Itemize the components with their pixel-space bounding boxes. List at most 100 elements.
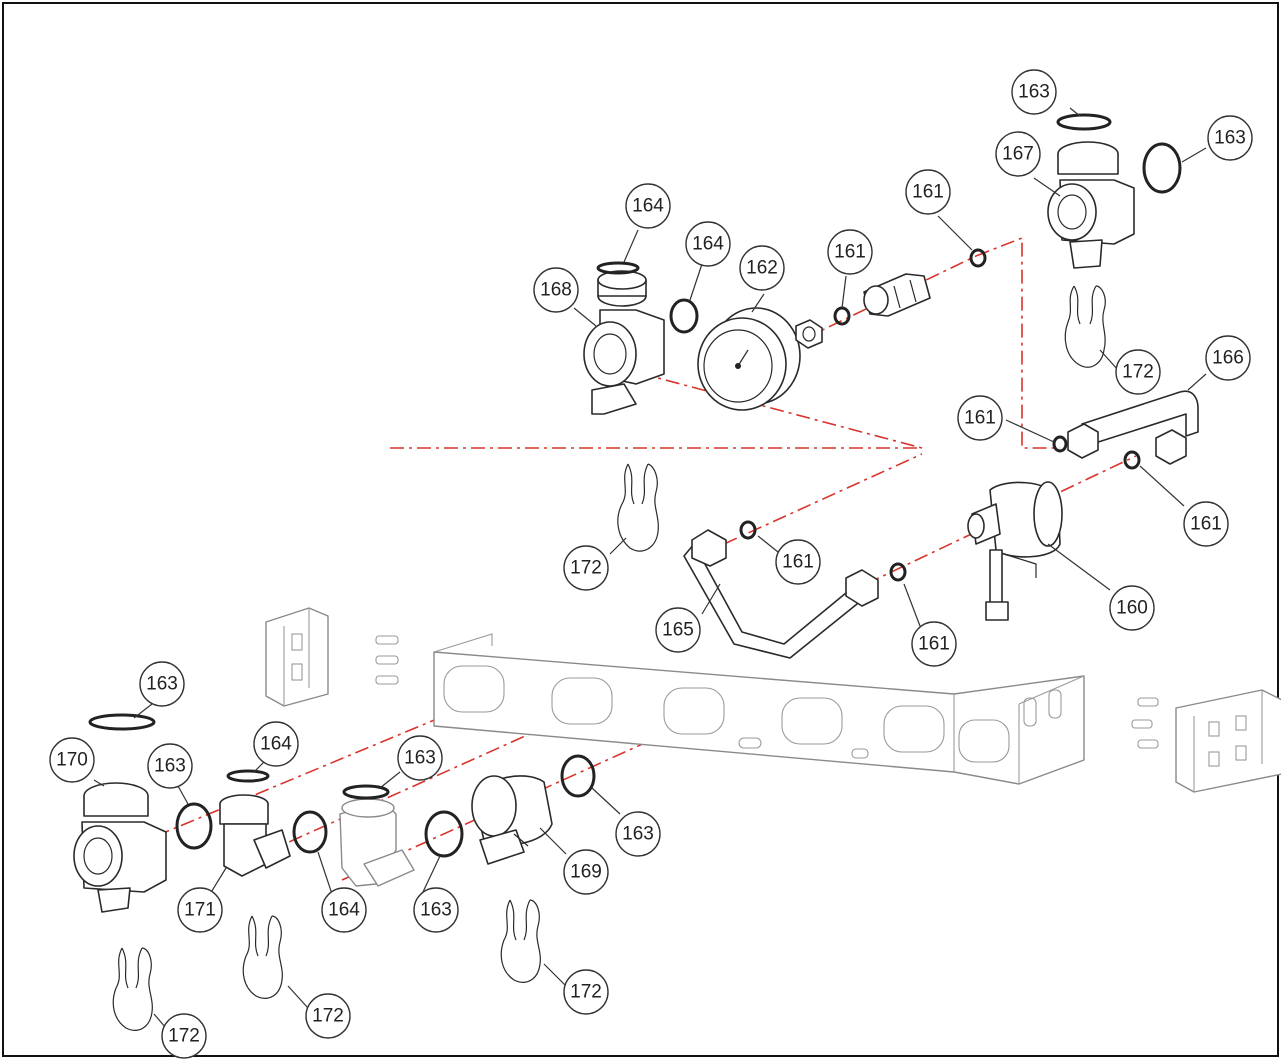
callout-163-mid: 163	[397, 735, 443, 781]
assembly-line-pump160	[865, 455, 1137, 585]
callout-163-bottom: 163	[413, 887, 459, 933]
leader-lines	[93, 107, 1207, 1029]
svg-text:162: 162	[746, 258, 778, 279]
callout-164-b: 164	[685, 221, 731, 267]
svg-text:161: 161	[918, 634, 950, 655]
assembly-line-right	[975, 236, 1060, 449]
svg-text:168: 168	[540, 280, 572, 301]
svg-text:164: 164	[692, 234, 724, 255]
nut-small	[795, 319, 823, 349]
callout-163-left: 163	[139, 661, 185, 707]
callouts: 163 163 167 164 164 162 161 161 168 172 …	[49, 69, 1253, 1059]
o-ring-164-left	[226, 769, 270, 783]
callout-160: 160	[1109, 585, 1155, 631]
callout-163-top-right: 163	[1207, 115, 1253, 161]
svg-text:163: 163	[154, 756, 186, 777]
svg-text:161: 161	[964, 408, 996, 429]
screws-right	[1131, 697, 1159, 749]
svg-text:161: 161	[912, 182, 944, 203]
wall-bracket-left	[265, 607, 329, 707]
callout-164-left: 164	[253, 721, 299, 767]
assembly-line-top	[390, 359, 923, 449]
washer-161-f	[889, 562, 907, 582]
callout-169: 169	[563, 849, 609, 895]
svg-text:164: 164	[328, 900, 360, 921]
assembly-line-bottom-b	[239, 705, 593, 865]
svg-text:172: 172	[570, 558, 602, 579]
spring-clip-172-b	[617, 463, 659, 552]
svg-text:161: 161	[782, 552, 814, 573]
svg-text:163: 163	[404, 748, 436, 769]
callout-163-left2: 163	[147, 743, 193, 789]
pump-169	[471, 775, 553, 865]
callout-161-d: 161	[1183, 501, 1229, 547]
svg-text:172: 172	[312, 1006, 344, 1027]
svg-text:172: 172	[168, 1026, 200, 1047]
svg-text:172: 172	[570, 982, 602, 1003]
washer-161-d	[1123, 450, 1141, 470]
callout-161-f: 161	[911, 621, 957, 667]
screws-left	[375, 635, 399, 685]
o-ring-163-right	[1142, 142, 1182, 194]
svg-text:169: 169	[570, 862, 602, 883]
svg-text:161: 161	[834, 242, 866, 263]
compression-fitting	[863, 273, 931, 317]
svg-text:164: 164	[632, 196, 664, 217]
callout-162: 162	[739, 245, 785, 291]
svg-text:160: 160	[1116, 598, 1148, 619]
callout-164-bottom: 164	[321, 887, 367, 933]
assembly-line-pipe165	[723, 453, 923, 545]
svg-text:171: 171	[184, 900, 216, 921]
svg-text:163: 163	[146, 674, 178, 695]
spring-clip-172-d	[242, 915, 283, 999]
callout-172-bottom-a: 172	[305, 993, 351, 1039]
o-ring-163-left2	[175, 802, 213, 850]
callout-172-bottom-b: 172	[161, 1013, 207, 1059]
o-ring-163-top	[1056, 113, 1112, 131]
elbow-valve-171	[219, 794, 291, 877]
o-ring-164-side	[669, 298, 699, 334]
spring-clip-172-a	[1064, 285, 1106, 368]
svg-text:165: 165	[662, 620, 694, 641]
spring-clip-172-e	[112, 947, 153, 1031]
svg-text:163: 163	[1214, 128, 1246, 149]
callout-161-e: 161	[775, 539, 821, 585]
callout-170: 170	[49, 737, 95, 783]
washer-161-b	[969, 248, 987, 268]
svg-text:161: 161	[1190, 514, 1222, 535]
svg-text:170: 170	[56, 750, 88, 771]
callout-168: 168	[533, 267, 579, 313]
mounting-rail	[433, 633, 1085, 785]
svg-text:164: 164	[260, 734, 292, 755]
o-ring-164-top	[596, 261, 640, 275]
callout-164-a: 164	[625, 183, 671, 229]
washer-161-a	[833, 306, 851, 326]
svg-text:163: 163	[1018, 82, 1050, 103]
valve-170	[73, 782, 167, 913]
pressure-gauge-162	[697, 307, 801, 411]
svg-text:167: 167	[1002, 144, 1034, 165]
callout-161-a: 161	[827, 229, 873, 275]
callout-167: 167	[995, 131, 1041, 177]
callout-163-right: 163	[615, 811, 661, 857]
wall-bracket-right	[1175, 689, 1281, 793]
elbow-fitting	[339, 798, 415, 887]
svg-text:166: 166	[1212, 348, 1244, 369]
callout-166: 166	[1205, 335, 1251, 381]
callout-163-top: 163	[1011, 69, 1057, 115]
callout-172-bottom-mid: 172	[563, 969, 609, 1015]
callout-161-b: 161	[905, 169, 951, 215]
callout-172-top-right: 172	[1115, 349, 1161, 395]
washer-161-c	[1052, 435, 1068, 453]
pipe-166	[1067, 390, 1199, 465]
exploded-parts-diagram: 163 163 167 164 164 162 161 161 168 172 …	[49, 69, 1281, 1059]
valve-167	[1047, 141, 1135, 269]
spring-clip-172-c	[500, 899, 541, 983]
svg-text:163: 163	[622, 824, 654, 845]
callout-172-mid: 172	[563, 545, 609, 591]
callout-161-c: 161	[957, 395, 1003, 441]
o-ring-163-mid	[342, 784, 390, 800]
callout-171: 171	[177, 887, 223, 933]
valve-168	[583, 270, 665, 415]
